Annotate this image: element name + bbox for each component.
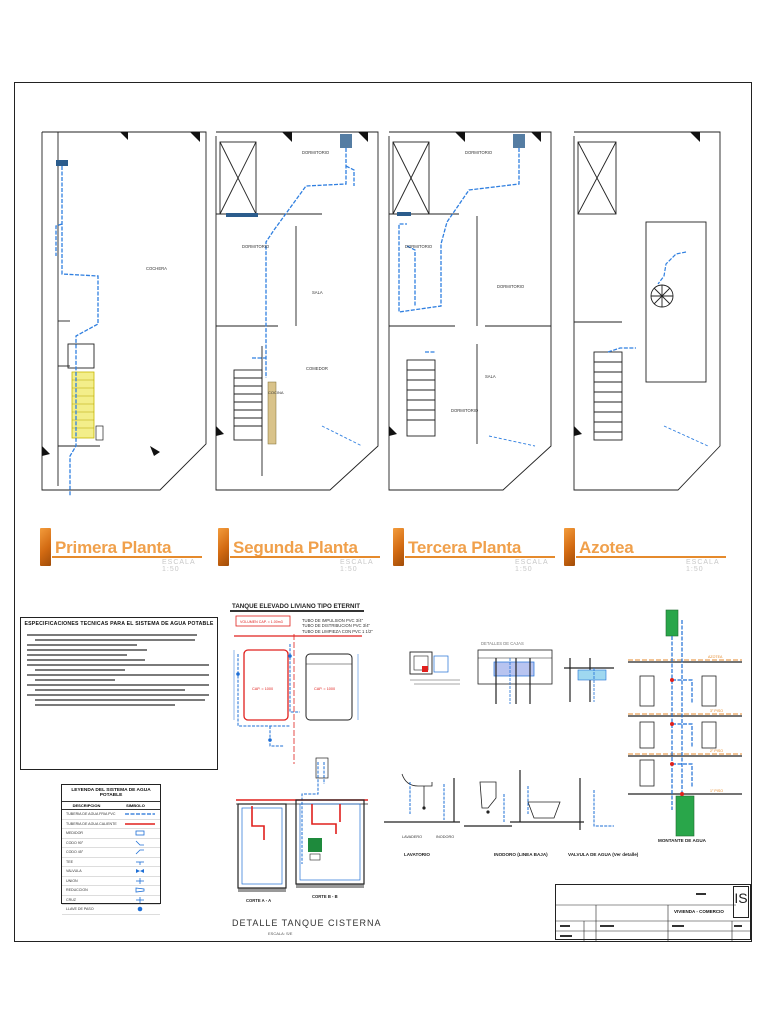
legend-row: CODO 45° [62,848,160,858]
spec-note-line [27,654,127,656]
riser-level-2: 2° PISO [710,749,723,753]
cistern-cut-a: CORTE A - A [246,898,271,903]
title-underline [405,556,555,558]
elevated-tank-drawing: VOLUMEN CAP. = 1.00m3 CAP. = 1000 CAP. =… [230,614,366,769]
orange-title-badge-icon [564,528,575,566]
plan-scale-label: ESCALA 1:50 [340,559,374,573]
spec-note-line [27,649,147,651]
tank-notes: TUBO DE IMPULSION PVC 3/4" TUBO DE DISTR… [302,618,373,634]
floor-plan-tercera-planta: DORMITORIO DORMITORIO DORMITORIO SALA DO… [385,126,557,496]
legend-col-symbol: SIMBOLO [126,803,145,808]
plan-scale-label: ESCALA 1:50 [162,559,196,573]
legend-row: TUBERIA DE AGUA FRIA PVC [62,810,160,820]
room-label-cocina: COCINA [268,390,284,395]
spec-note-line [27,684,209,686]
legend-row: TEE [62,858,160,867]
plan-title-tercera-planta: Tercera Planta ESCALA 1:50 [393,528,555,573]
orange-title-badge-icon [40,528,51,566]
tank-cap-label: CAP. = 1000 [314,687,335,691]
fixture-details-drawing: LAVADERO INODORO [384,764,624,849]
room-label-sala: SALA [485,374,496,379]
room-label-dormitorio: DORMITORIO [242,244,270,249]
tank-cap-label: CAP. = 1000 [252,687,273,691]
water-system-legend: LEYENDA DEL SISTEMA DE AGUA POTABLE DESC… [61,784,161,915]
floor-plan-azotea [560,126,732,496]
room-label-dormitorio: DORMITORIO [405,244,433,249]
tank-title-underline [230,610,364,612]
plan-title-label: Primera Planta [55,537,172,557]
spec-note-line [35,689,185,691]
drawing-title-block: VIVIENDA - COMERCIO IS [555,884,752,941]
plan-scale-label: ESCALA 1:50 [686,559,720,573]
boxes-detail-title: DETALLES DE CAJAS [481,641,524,646]
plan-title-label: Azotea [579,537,634,557]
riser-title: MONTANTE DE AGUA [658,838,706,843]
plan-title-label: Tercera Planta [408,537,522,557]
legend-row: MEDIDOR [62,829,160,839]
company-logo-icon: IS [733,886,749,918]
title-underline [52,556,202,558]
fixture-tag-inodoro: INODORO [436,835,454,839]
legend-row: LLAVE DE PASO [62,905,160,915]
box-details-drawing [404,628,624,713]
drawing-sheet-border [14,82,752,942]
room-label-dormitorio: DORMITORIO [302,150,330,155]
riser-level-azotea: AZOTEA [708,655,723,659]
project-name: VIVIENDA - COMERCIO [674,909,724,914]
room-label-dormitorio: DORMITORIO [465,150,493,155]
floor-plan-segunda-planta: DORMITORIO DORMITORIO SALA COMEDOR COCIN… [212,126,384,496]
spec-note-line [27,674,209,676]
room-label-dormitorio: DORMITORIO [497,284,525,289]
title-underline [230,556,380,558]
spec-note-line [35,639,195,641]
legend-row: CRUZ [62,896,160,905]
fixture-tag-lavadero: LAVADERO [402,835,422,839]
spec-note-line [27,659,145,661]
riser-level-3: 3° PISO [710,709,723,713]
legend-row: VALVULA [62,867,160,877]
cistern-tank-drawing: CORTE A - A CORTE B - B [228,754,378,919]
cistern-detail-title: DETALLE TANQUE CISTERNA [232,918,382,928]
spec-note-line [27,694,209,696]
spec-note-line [27,664,209,666]
legend-row: CODO 90° [62,839,160,848]
room-label-dormitorio: DORMITORIO [451,408,479,413]
room-label-sala: SALA [312,290,323,295]
title-underline [576,556,726,558]
plan-title-label: Segunda Planta [233,537,358,557]
room-label-comedor: COMEDOR [306,366,328,371]
legend-row: TUBERIA DE AGUA CALIENTE [62,820,160,829]
tank-capacity-label: VOLUMEN CAP. = 1.00m3 [240,620,283,624]
riser-level-1: 1° PISO [710,789,723,793]
plan-title-segunda-planta: Segunda Planta ESCALA 1:50 [218,528,380,573]
cistern-detail-scale: ESCALA: S/E [268,931,293,936]
water-riser-diagram: AZOTEA 3° PISO 2° PISO 1° PISO [620,584,748,849]
plan-title-primera-planta: Primera Planta ESCALA 1:50 [40,528,202,573]
spec-note-line [27,644,137,646]
orange-title-badge-icon [218,528,229,566]
room-label-cochera: COCHERA [146,266,167,271]
orange-title-badge-icon [393,528,404,566]
spec-title: ESPECIFICACIONES TECNICAS PARA EL SISTEM… [24,621,214,627]
legend-row: UNION [62,877,160,886]
fixture-caption-lavatorio: LAVATORIO [404,852,430,857]
spec-note-line [27,634,197,636]
fixture-caption-valvula: VALVULA DE AGUA (Ver detalle) [568,852,639,857]
floor-plan-primera-planta: COCHERA [40,126,210,496]
spec-note-line [35,704,175,706]
legend-title: LEYENDA DEL SISTEMA DE AGUA POTABLE [71,788,151,798]
plan-title-azotea: Azotea ESCALA 1:50 [564,528,726,573]
spec-note-line [35,679,115,681]
technical-specifications-box: ESPECIFICACIONES TECNICAS PARA EL SISTEM… [20,617,218,770]
spec-note-line [35,699,205,701]
fixture-caption-inodoro: INODORO (LINEA BAJA) [494,852,548,857]
cistern-cut-b: CORTE B - B [312,894,338,899]
spec-note-line [35,669,125,671]
tank-detail-title: TANQUE ELEVADO LIVIANO TIPO ETERNIT [232,603,360,610]
legend-col-description: DESCRIPCION [72,803,101,808]
plan-scale-label: ESCALA 1:50 [515,559,549,573]
legend-row: REDUCCION [62,886,160,896]
